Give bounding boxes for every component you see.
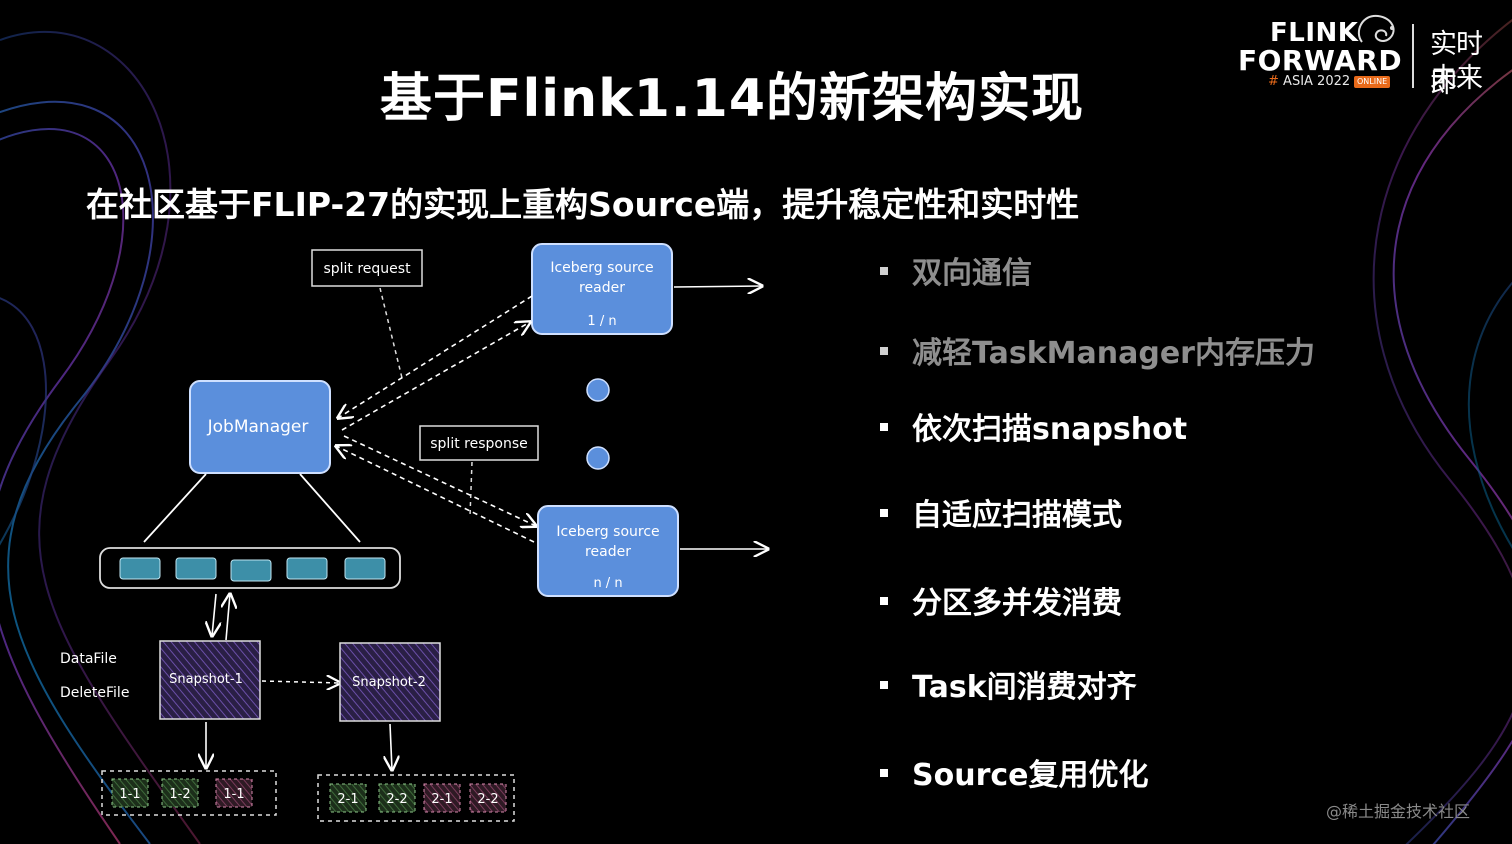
flink-forward-logo: FLINK FORWARD # ASIA 2022 ONLINE 实时即 未来 [1232, 14, 1496, 99]
reader-n-line2: reader [585, 544, 631, 560]
list-item-text: 减轻TaskManager内存压力 [912, 336, 1315, 371]
list-item: Task间消费对齐 [880, 662, 1137, 706]
file-item [329, 783, 367, 813]
watermark: @稀土掘金技术社区 [1326, 802, 1471, 821]
file-item-label: 2-2 [477, 792, 498, 807]
file-item-label: 1-2 [169, 787, 190, 802]
snapshot-1-label: Snapshot-1 [169, 672, 243, 687]
split-request-label: split request [323, 261, 411, 277]
file-item-label: 1-1 [223, 787, 244, 802]
file-item [423, 783, 461, 813]
split-request-box [311, 249, 423, 287]
ellipsis-dot-2 [586, 446, 610, 470]
request-arrow-1 [338, 295, 533, 418]
snapshot-2-files-arrow [390, 723, 392, 770]
file-item-label: 2-1 [337, 792, 358, 807]
jm-queue-line-left [143, 473, 207, 543]
job-manager-label: JobManager [207, 417, 309, 437]
logo-edition: # ASIA 2022 [1268, 74, 1350, 89]
list-item: 依次扫描snapshot [880, 404, 1187, 448]
bullet-icon [880, 266, 888, 275]
list-item: 双向通信 [880, 248, 1032, 292]
logo-edition-text: ASIA 2022 [1283, 74, 1351, 89]
snapshot-2-box [339, 642, 441, 722]
reader-1-line1: Iceberg source [550, 260, 653, 276]
logo-hash: # [1268, 74, 1279, 89]
queue-down-arrow [212, 593, 216, 636]
datafile-label: DataFile [60, 651, 117, 667]
split-response-label: split response [430, 436, 528, 452]
list-item: 自适应扫描模式 [880, 490, 1122, 534]
request-arrow-2 [341, 322, 530, 431]
reader-1-index: 1 / n [587, 314, 616, 329]
list-item-text: Source复用优化 [912, 758, 1149, 793]
logo-flink: FLINK [1270, 18, 1359, 48]
snapshot-link-arrow [261, 681, 340, 683]
snapshot-1-box [159, 640, 261, 720]
bullet-icon [880, 508, 888, 517]
bullet-icon [880, 346, 888, 355]
list-item: 减轻TaskManager内存压力 [880, 328, 1315, 372]
split-request-leader [379, 287, 403, 379]
jm-queue-line-right [299, 473, 361, 543]
queue-item [230, 559, 272, 582]
reader-1-box [531, 243, 673, 335]
response-arrow-2 [336, 446, 535, 543]
slide-subtitle: 在社区基于FLIP-27的实现上重构Source端，提升稳定性和实时性 [86, 185, 1080, 224]
reader-n-line1: Iceberg source [556, 524, 659, 540]
list-item-text: 依次扫描snapshot [912, 412, 1188, 447]
split-response-leader [469, 461, 473, 517]
queue-item [175, 557, 217, 580]
logo-divider [1412, 24, 1414, 88]
slide-title: 基于Flink1.14的新架构实现 [379, 69, 1085, 129]
bullet-icon [880, 680, 888, 689]
file-item [215, 778, 253, 808]
reader-1-output-arrow [673, 286, 762, 287]
logo-forward: FORWARD [1238, 44, 1403, 77]
squirrel-icon [1357, 14, 1395, 43]
queue-item [344, 557, 386, 580]
file-item [161, 778, 199, 808]
file-item-label: 2-2 [386, 792, 407, 807]
logo-slogan-line2: 未来 [1430, 63, 1483, 94]
list-item-text: Task间消费对齐 [912, 670, 1137, 705]
deletefile-label: DeleteFile [60, 685, 129, 701]
reader-n-index: n / n [593, 576, 622, 591]
file-item [469, 783, 507, 813]
file-item [111, 778, 149, 808]
file-group-1 [101, 770, 277, 816]
queue-item [286, 557, 328, 580]
split-queue [99, 547, 401, 589]
reader-n-box [537, 505, 679, 597]
file-item [378, 783, 416, 813]
list-item: Source复用优化 [880, 750, 1149, 794]
list-item-text: 双向通信 [912, 256, 1032, 291]
bullet-icon [880, 596, 888, 605]
split-response-box [419, 425, 539, 461]
queue-up-arrow [226, 594, 230, 641]
ellipsis-dot-1 [586, 378, 610, 402]
file-item-label: 1-1 [119, 787, 140, 802]
file-group-2 [317, 774, 515, 822]
queue-item [119, 557, 161, 580]
list-item: 分区多并发消费 [880, 578, 1122, 622]
file-item-label: 2-1 [431, 792, 452, 807]
reader-1-line2: reader [579, 280, 625, 296]
list-item-text: 自适应扫描模式 [912, 498, 1122, 533]
bullet-icon [880, 768, 888, 777]
logo-slogan-line1: 实时即 [1430, 29, 1483, 99]
bullet-icon [880, 422, 888, 431]
logo-online-badge: ONLINE [1354, 76, 1391, 88]
list-item-text: 分区多并发消费 [912, 586, 1122, 621]
job-manager-box [189, 380, 331, 474]
snapshot-2-label: Snapshot-2 [352, 675, 426, 690]
